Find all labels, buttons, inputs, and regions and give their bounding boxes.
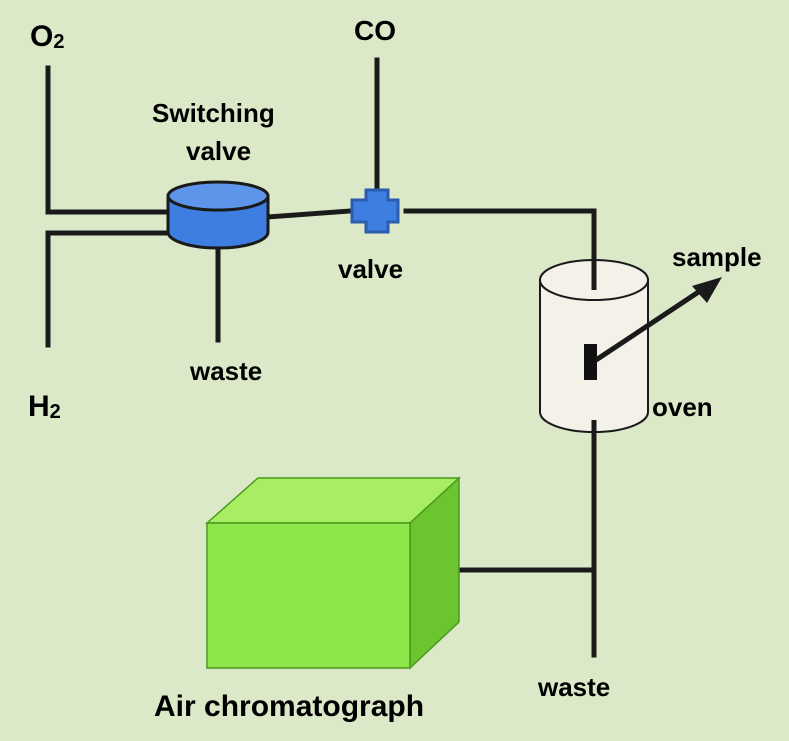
waste-left-label: waste: [189, 356, 262, 386]
sample-arrow: [594, 277, 722, 363]
switching-to-valve-line: [265, 208, 353, 220]
cross-valve: [350, 188, 400, 234]
sample-arrow-shaft: [594, 284, 708, 363]
waste-bottom-label: waste: [537, 672, 610, 702]
sample-arrow-head: [692, 277, 722, 303]
o2-line: [45, 65, 173, 215]
h2-line: [45, 230, 173, 348]
air-chromatograph-box: [205, 476, 461, 670]
switching-valve-label-line2: valve: [186, 136, 251, 166]
h2-label: H2: [28, 390, 61, 423]
sample-label: sample: [672, 242, 762, 272]
o2-label: O2: [30, 20, 64, 53]
switching-valve-top: [166, 180, 270, 212]
oven-label: oven: [652, 392, 713, 422]
box-front-face: [206, 522, 411, 669]
pipes: [45, 57, 597, 658]
oven: [539, 256, 649, 440]
co-label: CO: [354, 15, 396, 46]
switching-valve-label-line1: Switching: [152, 98, 275, 128]
air-chromatograph-label: Air chromatograph: [154, 690, 424, 723]
switching-valve: [166, 180, 270, 250]
valve-label: valve: [338, 254, 403, 284]
sample-holder: [584, 344, 597, 380]
